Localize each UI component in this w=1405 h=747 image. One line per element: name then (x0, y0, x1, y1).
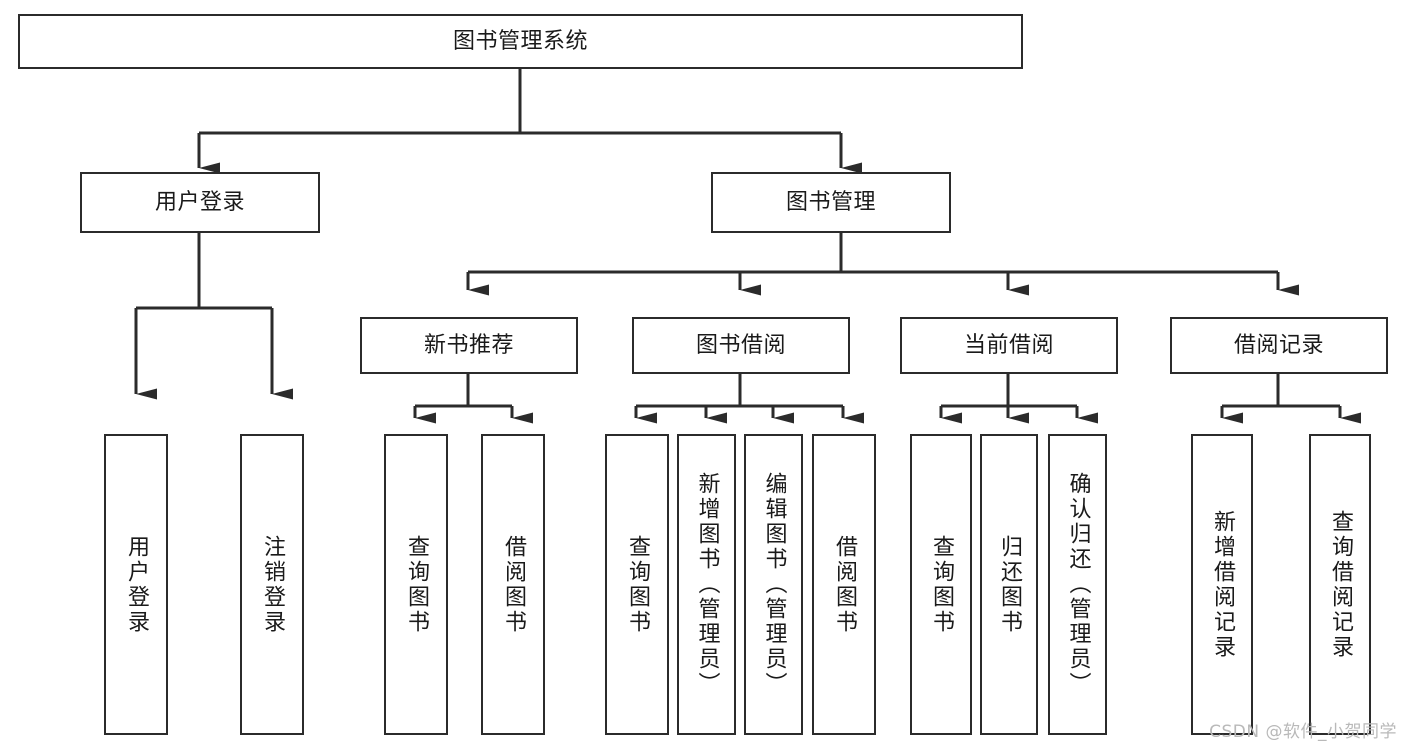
node-root[interactable]: 图书管理系统 (18, 14, 1023, 69)
node-borrow-record[interactable]: 借阅记录 (1170, 317, 1388, 374)
node-leaf-return-book-label: 归还图书 (997, 534, 1022, 635)
node-leaf-user-login-label: 用户登录 (124, 534, 149, 635)
node-leaf-logout[interactable]: 注销登录 (240, 434, 304, 735)
node-leaf-borrow-book-1[interactable]: 借阅图书 (481, 434, 545, 735)
node-leaf-query-record-label: 查询借阅记录 (1328, 509, 1353, 660)
node-root-label: 图书管理系统 (452, 28, 588, 54)
node-leaf-confirm-return-label: 确认归还（管理员） (1065, 472, 1091, 697)
node-leaf-query-book-3[interactable]: 查询图书 (910, 434, 972, 735)
node-leaf-return-book[interactable]: 归还图书 (980, 434, 1038, 735)
node-leaf-add-record-label: 新增借阅记录 (1210, 509, 1235, 660)
node-leaf-query-book-1[interactable]: 查询图书 (384, 434, 448, 735)
node-leaf-edit-book[interactable]: 编辑图书（管理员） (744, 434, 803, 735)
node-leaf-user-login[interactable]: 用户登录 (104, 434, 168, 735)
node-leaf-query-book-1-label: 查询图书 (404, 534, 429, 635)
node-leaf-edit-book-label: 编辑图书（管理员） (761, 472, 787, 697)
node-leaf-add-book-label: 新增图书（管理员） (694, 472, 720, 697)
node-leaf-confirm-return[interactable]: 确认归还（管理员） (1048, 434, 1107, 735)
node-book-borrow[interactable]: 图书借阅 (632, 317, 850, 374)
node-book-borrow-label: 图书借阅 (695, 332, 786, 358)
node-leaf-query-book-2-label: 查询图书 (625, 534, 650, 635)
node-user-login-label: 用户登录 (154, 189, 245, 215)
node-leaf-query-record[interactable]: 查询借阅记录 (1309, 434, 1371, 735)
node-leaf-borrow-book-2[interactable]: 借阅图书 (812, 434, 876, 735)
node-new-book-rec-label: 新书推荐 (423, 332, 514, 358)
node-user-login[interactable]: 用户登录 (80, 172, 320, 233)
node-current-borrow[interactable]: 当前借阅 (900, 317, 1118, 374)
node-book-manage-label: 图书管理 (785, 189, 876, 215)
node-leaf-add-book[interactable]: 新增图书（管理员） (677, 434, 736, 735)
node-leaf-borrow-book-1-label: 借阅图书 (501, 534, 526, 635)
node-leaf-logout-label: 注销登录 (260, 534, 285, 635)
node-leaf-query-book-3-label: 查询图书 (929, 534, 954, 635)
node-leaf-query-book-2[interactable]: 查询图书 (605, 434, 669, 735)
node-current-borrow-label: 当前借阅 (963, 332, 1054, 358)
node-leaf-add-record[interactable]: 新增借阅记录 (1191, 434, 1253, 735)
node-book-manage[interactable]: 图书管理 (711, 172, 951, 233)
node-leaf-borrow-book-2-label: 借阅图书 (832, 534, 857, 635)
node-new-book-rec[interactable]: 新书推荐 (360, 317, 578, 374)
node-borrow-record-label: 借阅记录 (1233, 332, 1324, 358)
